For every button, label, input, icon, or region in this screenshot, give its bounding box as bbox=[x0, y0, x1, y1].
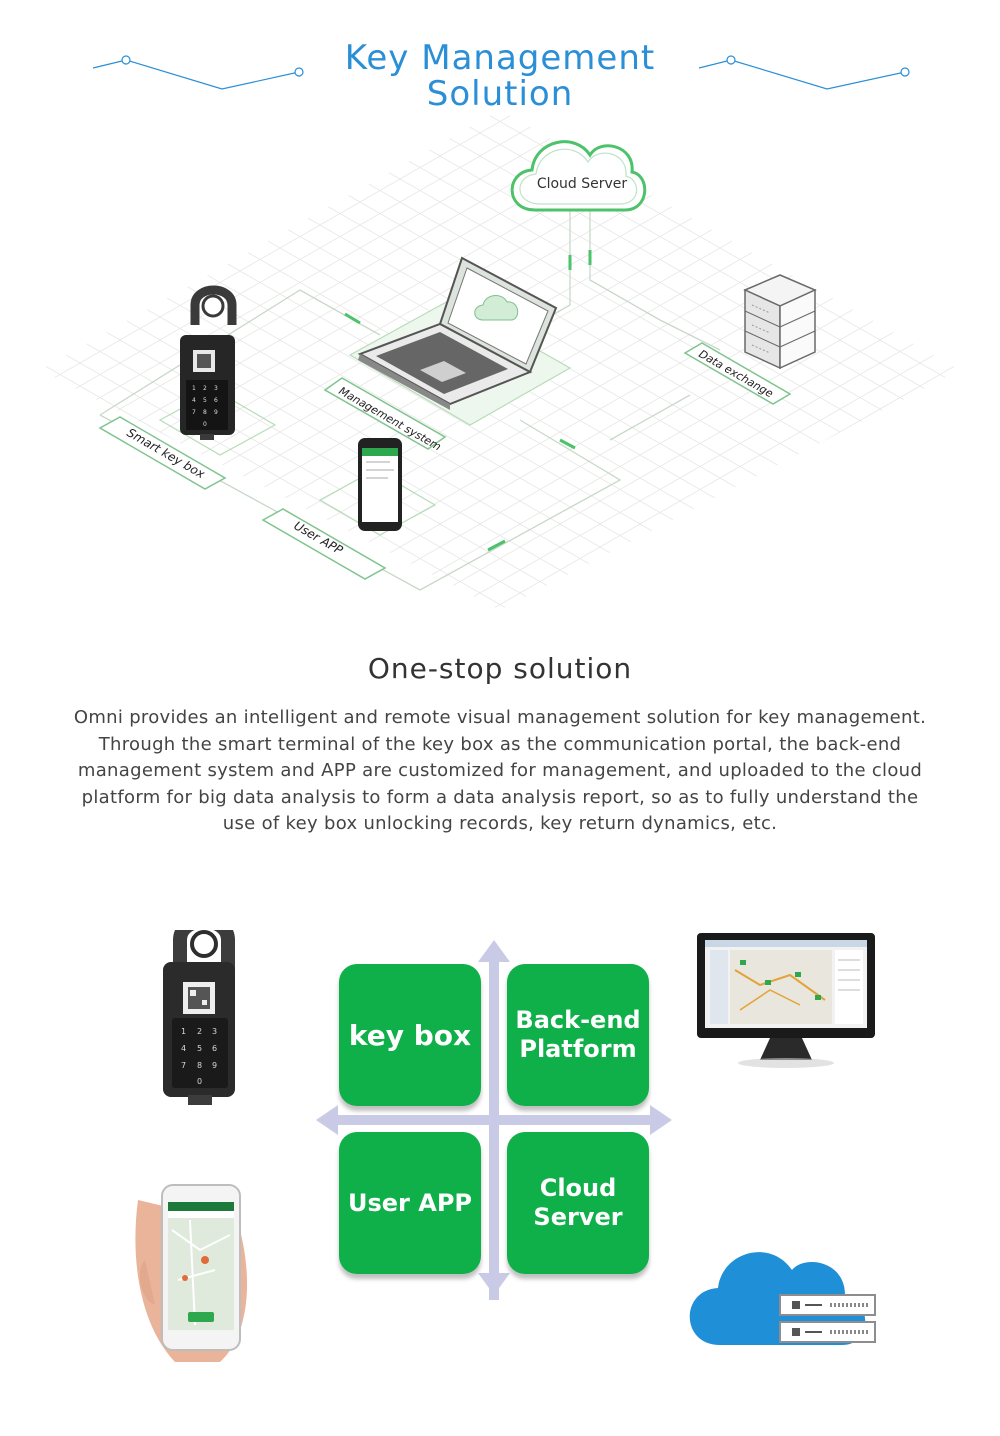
page-title: Key Management Solution bbox=[0, 40, 1000, 112]
tile-key-box: key box bbox=[339, 964, 481, 1106]
cloud-server-icon bbox=[689, 1252, 876, 1345]
svg-text:8: 8 bbox=[203, 409, 207, 416]
monitor-icon bbox=[697, 933, 875, 1068]
svg-text:0: 0 bbox=[197, 1077, 202, 1086]
svg-text:5: 5 bbox=[203, 397, 207, 404]
svg-text:5: 5 bbox=[197, 1044, 202, 1053]
svg-text:7: 7 bbox=[181, 1061, 186, 1070]
svg-text:7: 7 bbox=[192, 409, 196, 416]
tile-key-box-label: key box bbox=[348, 1018, 472, 1052]
tile-cloud-server: Cloud Server bbox=[507, 1132, 649, 1274]
smartphone-icon bbox=[135, 1184, 248, 1362]
key-box-icon: 1 2 3 4 5 6 7 8 9 0 bbox=[163, 930, 235, 1105]
svg-text:2: 2 bbox=[197, 1027, 202, 1036]
svg-text:3: 3 bbox=[214, 385, 218, 392]
svg-text:0: 0 bbox=[203, 421, 207, 428]
title-decoration bbox=[92, 55, 910, 90]
cloud-server-label: Cloud Server bbox=[537, 176, 628, 192]
smartphone-icon bbox=[358, 438, 402, 531]
svg-text:6: 6 bbox=[214, 397, 218, 404]
svg-text:4: 4 bbox=[181, 1044, 186, 1053]
svg-text:9: 9 bbox=[212, 1061, 217, 1070]
tile-cloud-line1: Cloud bbox=[539, 1174, 617, 1202]
server-stack-icon bbox=[743, 274, 817, 370]
svg-text:1: 1 bbox=[181, 1027, 186, 1036]
svg-text:6: 6 bbox=[212, 1044, 217, 1053]
tile-backend-line2: Platform bbox=[519, 1035, 637, 1063]
bottom-graphics: 1 2 3 4 5 6 7 8 9 0 bbox=[135, 930, 876, 1362]
section-title: One-stop solution bbox=[367, 652, 633, 685]
page-title-line2: Solution bbox=[426, 74, 574, 114]
svg-text:9: 9 bbox=[214, 409, 218, 416]
connection-highlights bbox=[344, 250, 592, 552]
cloud-icon bbox=[510, 140, 647, 212]
cross-arrows bbox=[316, 940, 672, 1300]
section-description: Omni provides an intelligent and remote … bbox=[73, 707, 927, 834]
tile-user-app-label: User APP bbox=[348, 1188, 472, 1217]
svg-text:4: 4 bbox=[192, 397, 196, 404]
svg-text:1: 1 bbox=[192, 385, 196, 392]
page-title-line1: Key Management bbox=[344, 38, 656, 78]
svg-text:2: 2 bbox=[203, 385, 207, 392]
svg-text:8: 8 bbox=[197, 1061, 202, 1070]
svg-text:3: 3 bbox=[212, 1027, 217, 1036]
tile-backend-line1: Back-end bbox=[515, 1006, 641, 1034]
tile-cloud-line2: Server bbox=[533, 1203, 623, 1231]
laptop-icon bbox=[357, 256, 558, 410]
tile-user-app: User APP bbox=[339, 1132, 481, 1274]
tile-backend-platform: Back-end Platform bbox=[507, 964, 649, 1106]
